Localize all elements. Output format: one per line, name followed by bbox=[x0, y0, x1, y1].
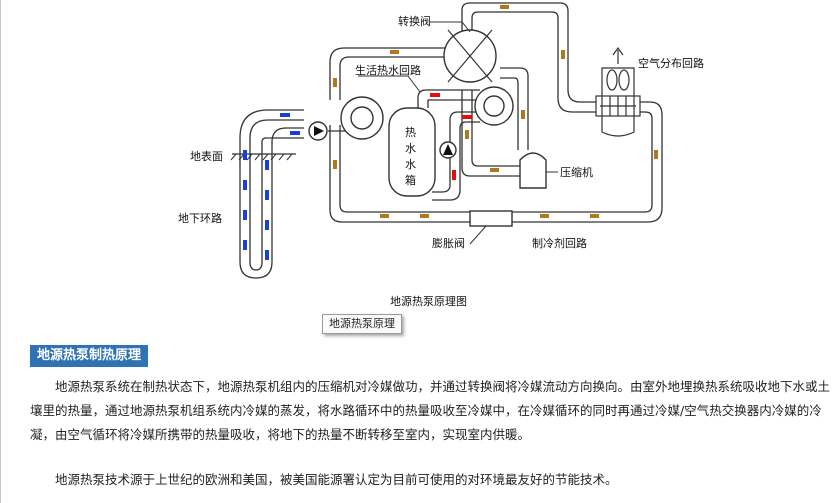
air-distribution-fan-icon bbox=[606, 69, 630, 91]
leader-hot-water-loop bbox=[358, 75, 421, 93]
hot-water-pipe-top-inner bbox=[427, 99, 480, 108]
section-heading: 地源热泵制热原理 bbox=[30, 345, 149, 367]
reversing-valve-stem-2 bbox=[447, 29, 493, 83]
evaporator-coil-inner bbox=[350, 106, 374, 130]
diagram-caption: 地源热泵原理图 bbox=[390, 294, 467, 308]
label-expansion-valve: 膨胀阀 bbox=[432, 236, 465, 250]
ground-loop-outer bbox=[239, 109, 304, 279]
label-underground-loop: 地下环路 bbox=[178, 212, 222, 225]
refrigerant-loop-inner bbox=[339, 56, 447, 100]
valve-to-compressor-a bbox=[500, 67, 529, 150]
ground-source-heat-pump-diagram: 转换阀 生活热水回路 空气分布回路 地表面 地下环路 热 水 水 箱 压缩机 膨… bbox=[178, 2, 704, 308]
label-hot-water-tank-4: 箱 bbox=[405, 173, 416, 187]
image-tooltip: 地源热泵原理 bbox=[322, 314, 402, 334]
condenser-coil-inner bbox=[483, 95, 505, 117]
page-left-border bbox=[0, 0, 1, 503]
expansion-valve-body bbox=[469, 210, 513, 227]
refrigerant-flow-arrows bbox=[333, 5, 658, 218]
top-loop-inner bbox=[471, 11, 596, 113]
label-hot-water-tank-2: 水 bbox=[405, 142, 416, 155]
refrigerant-pipe-left-outer bbox=[329, 125, 470, 223]
label-compressor: 压缩机 bbox=[560, 165, 593, 179]
leader-reversing-valve bbox=[430, 21, 471, 33]
label-refrigerant-loop: 制冷剂回路 bbox=[532, 236, 587, 250]
ground-loop-inner bbox=[249, 119, 304, 271]
valve-to-compressor-b bbox=[500, 77, 519, 150]
label-ground-surface: 地表面 bbox=[190, 149, 223, 163]
valve-down-pipe-a bbox=[461, 90, 520, 177]
refrigerant-pipe-left-inner bbox=[339, 125, 470, 213]
hot-water-flow-arrows bbox=[430, 93, 472, 180]
refrigerant-pipe-bottom-inner bbox=[512, 111, 653, 213]
paragraph-origin: 地源热泵技术源于上世纪的欧洲和美国，被美国能源署认定为目前可使用的对环境最友好的… bbox=[55, 472, 618, 487]
paragraph-heating-principle: 地源热泵系统在制热状态下，地源热泵机组内的压缩机对冷媒做功，并通过转换阀将冷媒流… bbox=[30, 379, 831, 442]
top-loop-outer bbox=[461, 2, 596, 103]
label-air-distribution-loop: 空气分布回路 bbox=[638, 56, 704, 70]
label-hot-water-tank-3: 水 bbox=[405, 158, 416, 171]
label-reversing-valve: 转换阀 bbox=[398, 14, 431, 28]
compressor-body bbox=[519, 152, 547, 189]
hot-water-tank-body bbox=[388, 107, 436, 197]
label-domestic-hot-water-loop: 生活热水回路 bbox=[355, 63, 421, 77]
label-hot-water-tank-1: 热 bbox=[405, 126, 416, 139]
valve-down-pipe-b bbox=[471, 90, 520, 167]
ground-loop-pump-arrow bbox=[314, 126, 324, 136]
hot-water-pump-arrow bbox=[443, 144, 453, 155]
refrigerant-loop-outer bbox=[329, 47, 445, 100]
air-heat-exchanger bbox=[595, 67, 641, 137]
refrigerant-pipe-bottom-outer bbox=[512, 101, 663, 223]
hot-water-pipe-right-inner bbox=[432, 121, 480, 201]
air-outflow-arrow bbox=[612, 46, 624, 64]
hot-water-pipe-top bbox=[417, 89, 480, 108]
water-flow-arrows bbox=[243, 113, 300, 260]
leader-expansion-valve bbox=[469, 225, 487, 245]
